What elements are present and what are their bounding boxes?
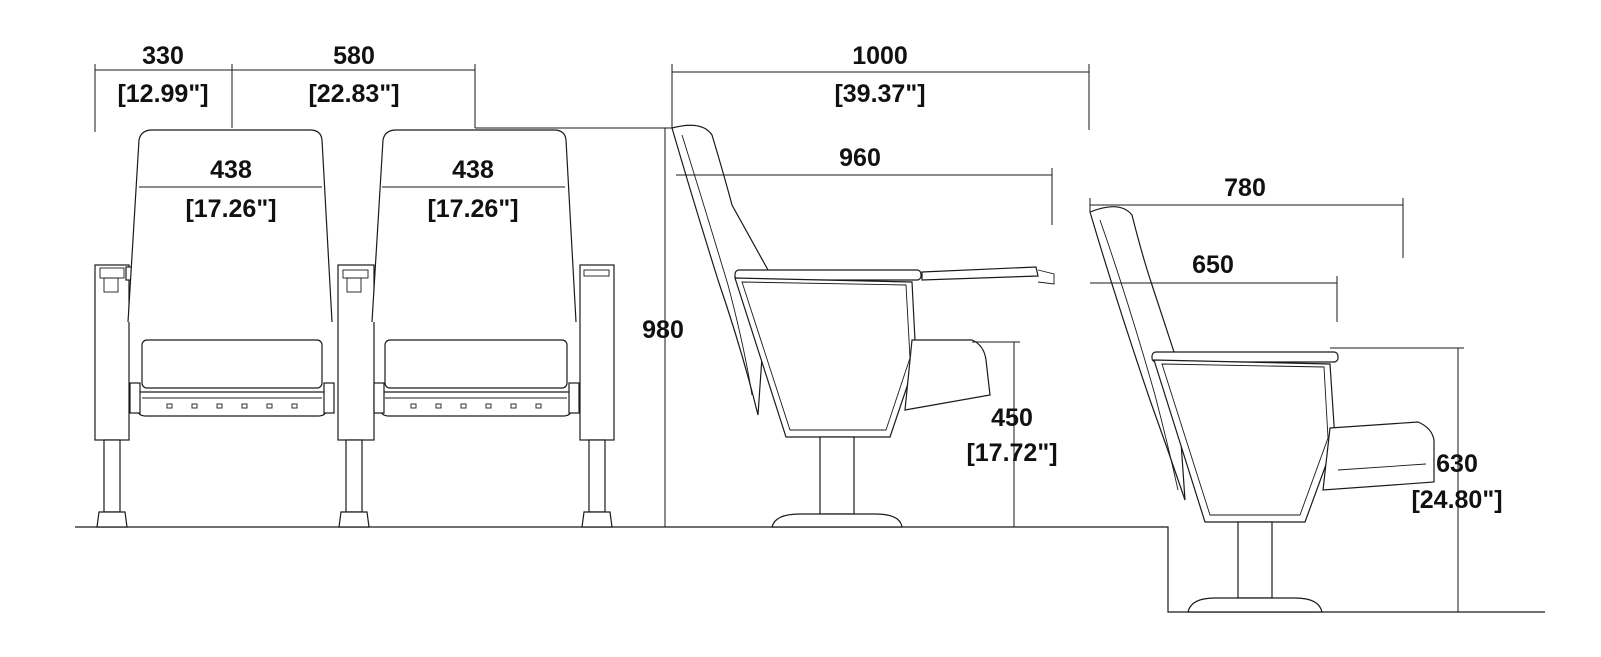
floor-line (75, 526, 1545, 613)
side-view-open (671, 124, 1055, 528)
seat-vent-dots (410, 403, 542, 409)
front-view (94, 129, 615, 528)
dim-580-inch: [22.83"] (308, 80, 399, 108)
dim-438-right-inch: [17.26"] (427, 195, 518, 223)
dim-438-left-inch: [17.26"] (185, 195, 276, 223)
right-armrest (579, 264, 615, 528)
dim-650-mm: 650 (1192, 251, 1234, 279)
dim-438-left-mm: 438 (210, 156, 252, 184)
dim-630-mm: 630 (1436, 450, 1478, 478)
dim-980-mm: 980 (642, 316, 684, 344)
front-seat-right (371, 129, 580, 417)
seat-vent-dots (166, 403, 298, 409)
dim-630-inch: [24.80"] (1411, 486, 1502, 514)
dim-580-mm: 580 (333, 42, 375, 70)
dim-780-mm: 780 (1224, 174, 1266, 202)
dim-330-inch: [12.99"] (117, 80, 208, 108)
dim-1000-inch: [39.37"] (834, 80, 925, 108)
dimension-labels: 330 [12.99"] 580 [22.83"] 438 [17.26"] 4… (117, 42, 1502, 514)
side-view-riser (1089, 206, 1435, 613)
dimension-lines (94, 64, 1464, 613)
dim-450-inch: [17.72"] (966, 439, 1057, 467)
middle-armrest (337, 264, 375, 528)
left-armrest (94, 264, 209, 528)
dim-438-right-mm: 438 (452, 156, 494, 184)
dim-960-mm: 960 (839, 144, 881, 172)
dim-330-mm: 330 (142, 42, 184, 70)
dim-1000-mm: 1000 (852, 42, 908, 70)
front-seat-left (127, 129, 335, 417)
dim-450-mm: 450 (991, 404, 1033, 432)
